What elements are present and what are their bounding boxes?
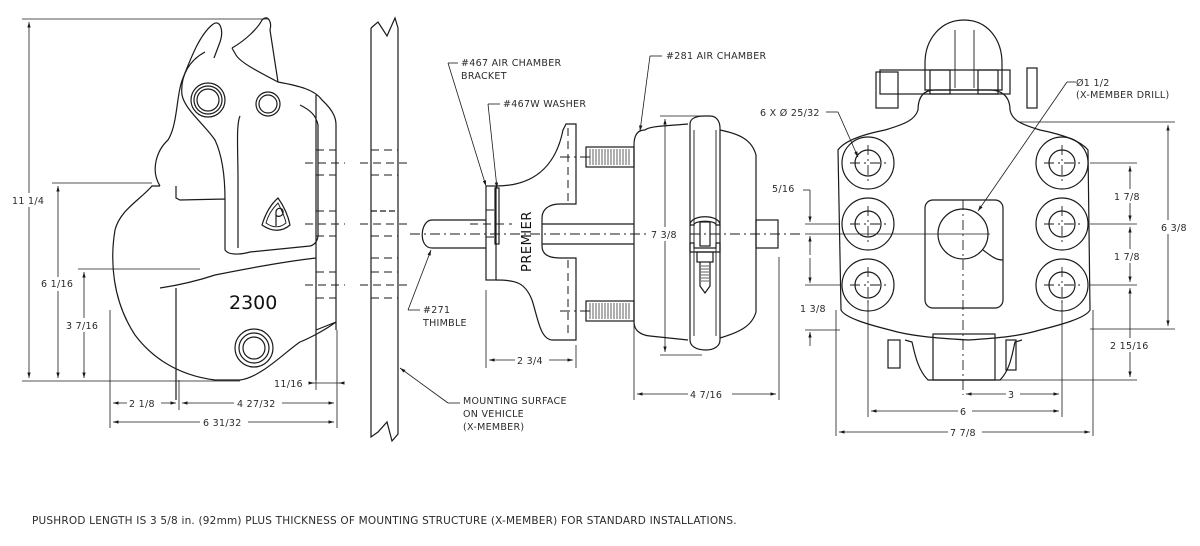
bracket-plate (485, 185, 497, 281)
mounting-surface: MOUNTING SURFACE ON VEHICLE (X-MEMBER) (360, 16, 567, 443)
dim-offset-left: 2 1/8 (129, 399, 155, 410)
dim-height-to-hook: 6 1/16 (41, 279, 73, 290)
dim-chamber-depth: 4 7/16 (690, 390, 722, 401)
side-view-dimensions: 11 1/4 6 1/16 3 7/16 2 1/8 4 27/32 6 31/… (10, 18, 345, 429)
dim-overall-width: 7 7/8 (950, 428, 976, 439)
callout-drill-line2: (X-MEMBER DRILL) (1076, 90, 1170, 101)
bottom-bolt-outer (234, 328, 274, 368)
dim-height-to-pin: 3 7/16 (66, 321, 98, 332)
dim-hole-spacing-horizontal: 6 (960, 407, 966, 418)
dim-offset-5-16: 5/16 (772, 184, 795, 195)
callout-bolt-holes: 6 X Ø 25/32 (760, 108, 859, 158)
cross-bolt-nut (875, 71, 899, 109)
callout-thimble-line2: THIMBLE (422, 318, 467, 329)
pivot-bolt-outer (190, 82, 226, 118)
brand-text: PREMIER (520, 211, 535, 272)
lock-pin-outer (255, 91, 281, 117)
model-number: 2300 (229, 292, 277, 314)
dim-chamber-diameter: 7 3/8 (651, 230, 677, 241)
mounting-stud-bottom (585, 300, 635, 322)
bolt-hole (841, 197, 895, 251)
mounting-surface-callout-line2: ON VEHICLE (463, 409, 524, 420)
bolt-hole (1035, 136, 1089, 190)
lock-pin-inner (258, 94, 278, 114)
bottom-bolt-inner (242, 336, 266, 360)
bracket-body (495, 123, 577, 341)
bottom-bolt-hex (238, 332, 270, 364)
dim-overall-height: 11 1/4 (12, 196, 44, 207)
thimble (421, 219, 486, 249)
callout-air-chamber: #281 AIR CHAMBER (639, 51, 767, 132)
pivot-bolt-inner (196, 88, 220, 112)
side-view: 2300 11 1/4 6 1/16 (10, 17, 345, 429)
callout-washer-text: #467W WASHER (503, 99, 586, 110)
dim-plate-thickness: 11/16 (274, 379, 303, 390)
pivot-bolt-hex (193, 85, 223, 115)
bolt-hole (1035, 197, 1089, 251)
air-chamber-dimensions: 7 3/8 2 3/4 4 7/16 (485, 115, 780, 401)
callout-drill-line1: Ø1 1/2 (1076, 78, 1110, 89)
pushrod-end (755, 219, 779, 249)
mounting-surface-callout-line3: (X-MEMBER) (463, 422, 524, 433)
callout-bolt-holes-text: 6 X Ø 25/32 (760, 108, 820, 119)
dim-offset-1-3-8: 1 3/8 (800, 304, 826, 315)
air-chamber-view: PREMIER #467 (407, 51, 800, 401)
callout-drill: Ø1 1/2 (X-MEMBER DRILL) (977, 78, 1170, 212)
callout-thimble-line1: #271 (423, 305, 450, 316)
mounting-stud-top (585, 146, 635, 168)
jaw-bottom (904, 339, 1023, 381)
drill-pocket (924, 199, 1004, 309)
dim-half-spacing: 3 (1008, 390, 1014, 401)
premier-logo-icon (261, 197, 291, 231)
callout-bracket-line2: BRACKET (461, 71, 507, 82)
dim-hole-spacing-upper: 1 7/8 (1114, 192, 1140, 203)
dim-overall-width: 6 31/32 (203, 418, 242, 429)
footer-note: PUSHROD LENGTH IS 3 5/8 in. (92mm) PLUS … (32, 515, 737, 527)
callout-bracket: #467 AIR CHAMBER BRACKET (447, 58, 562, 187)
front-view-dimensions: 5/16 1 3/8 1 7/8 1 7/8 2 15/16 (772, 121, 1196, 439)
lower-roller (932, 333, 996, 381)
jaw-top (924, 19, 1003, 91)
dim-bracket-depth: 2 3/4 (517, 356, 543, 367)
x-member-section (370, 16, 399, 443)
dim-bottom-height: 2 15/16 (1110, 341, 1149, 352)
coupler-inner-contour (159, 51, 319, 400)
callout-bracket-line1: #467 AIR CHAMBER (461, 58, 562, 69)
hidden-bolt-holes (305, 149, 345, 299)
callout-washer: #467W WASHER (487, 99, 586, 189)
dim-offset-right: 4 27/32 (237, 399, 276, 410)
dim-hole-spacing-lower: 1 7/8 (1114, 252, 1140, 263)
dim-overall-height: 6 3/8 (1161, 223, 1187, 234)
lower-nut (887, 339, 901, 369)
callout-thimble: #271 THIMBLE (407, 249, 467, 329)
clamp-bolt (689, 216, 721, 295)
bolt-holes (841, 136, 1089, 312)
cross-bolt-head (1026, 67, 1038, 109)
bolt-hole (841, 136, 895, 190)
mounting-plate (837, 89, 1091, 341)
callout-air-chamber-text: #281 AIR CHAMBER (666, 51, 767, 62)
clamp-band (689, 115, 721, 351)
mounting-surface-callout-line1: MOUNTING SURFACE (463, 396, 567, 407)
drill-notch (982, 249, 1004, 261)
front-view: 6 X Ø 25/32 Ø1 1/2 (X-MEMBER DRILL) 5/16… (760, 19, 1196, 439)
